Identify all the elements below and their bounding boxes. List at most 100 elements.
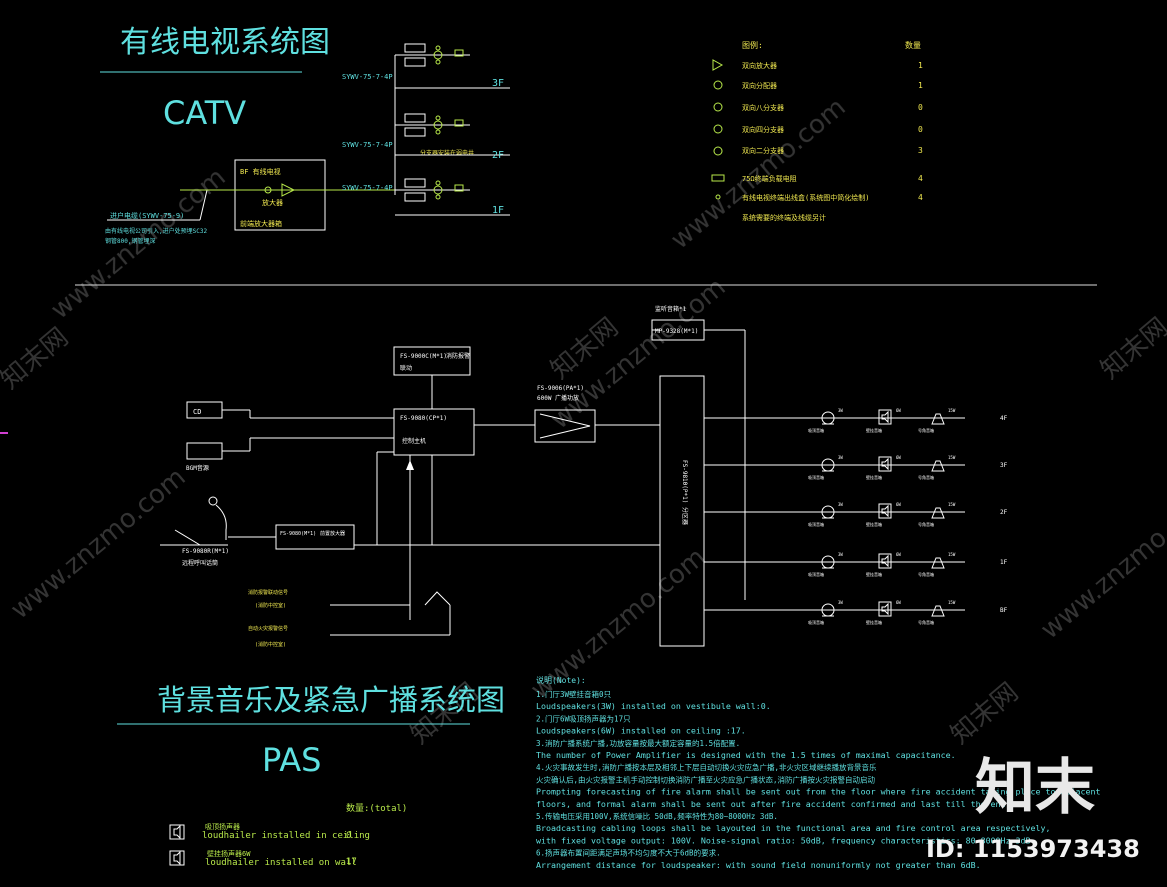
catv-floor-2f: 2F [492,150,504,161]
note-line: Arrangement distance for loudspeaker: wi… [536,860,981,870]
horn-speaker-icon [931,507,945,519]
speaker-type-label: 号角音箱 [918,571,934,577]
eight-way-tap-icon [713,102,723,112]
speaker-power-label: 6W [896,552,901,557]
wall-speaker-icon [878,503,892,519]
notes-heading: 说明(Note): [536,675,586,685]
fire-input-label: (消防中控室) [255,641,286,648]
main-host-label: 控制主机 [402,437,426,445]
speaker-power-label: 3W [838,455,843,460]
legend-col-count: 数量 [905,40,921,50]
legend-item-count: 4 [918,174,923,183]
speaker-power-label: 3W [838,600,843,605]
brand-logo: 知末 [975,753,1095,823]
speaker-type-label: 壁挂音箱 [866,474,882,480]
pas-legend-en: loudhailer installed in ceiling [202,831,370,841]
zone-floor-label: 4F [1000,415,1008,422]
speaker-power-label: 6W [896,502,901,507]
brand-watermark: 知末 ID: 1153973438 [926,753,1140,863]
bgm-label: BGM音源 [186,464,209,472]
note-line: Loudspeakers(3W) installed on vestibule … [536,701,771,711]
watermark-layer: www.znzmo.com www.znzmo.com www.znzmo.co… [0,92,1167,750]
watermark-site: www.znzmo.com [1035,482,1167,645]
speaker-type-label: 吸顶音箱 [808,427,824,433]
note-line: with fixed voltage output: 100V. Noise-s… [536,835,1036,845]
catv-title-cn: 有线电视系统图 [120,25,330,60]
zone-floor-label: BF [1000,607,1008,614]
catv-cable-label: SYWV-75-7-4P [342,184,393,192]
note-line: 4.火灾事故发生时,消防广播按本层及相邻上下层自动切换火灾应急广播,非火灾区域继… [536,762,877,772]
catv-headend-box [234,159,326,231]
legend-item-label: 双向四分支器 [742,125,784,134]
watermark-site-cn: 知末网 [1095,312,1167,385]
legend-item-label: 双向放大器 [742,61,777,70]
pas-title-cn: 背景音乐及紧急广播系统图 [157,683,505,717]
catv-floor-1f: 1F [492,205,504,216]
watermark-site: www.znzmo.com [5,462,191,625]
speaker-type-label: 吸顶音箱 [808,619,824,625]
power-amp-box [534,409,596,443]
catv-amp-label: 放大器 [262,198,283,207]
mic-sub-label: 远程呼叫话筒 [182,559,218,567]
legend-item-count: 4 [918,193,923,202]
preamp-label: 前置放大器 [320,530,345,537]
note-line: Prompting forecasting of fire alarm shal… [536,787,1100,797]
control-top-label: 消防报警 [446,352,470,360]
speaker-power-label: 3W [838,408,843,413]
catv-bf-label: BF 有线电视 [240,167,281,176]
pas-section: CD BGM音源 FS-9000C(M*1) 消防报警 联动 FS-9080(C… [117,305,1008,779]
pas-legend-count: 17 [346,857,357,867]
wall-speaker-icon [169,850,185,866]
amplifier-icon [539,413,591,439]
preamp-label: FS-9080(M*1) [280,531,316,537]
catv-incoming-note: 钢管800,钢管埋深 [105,237,155,245]
two-way-tap-icon [433,45,464,200]
note-line: 5.传输电压采用100V,系统信噪比 50dB,频率特性为80~8000Hz 3… [536,811,778,821]
preamp-box [275,524,355,550]
pas-legend: 数量:(total) 吸顶扬声器 loudhailer installed in… [169,802,407,868]
cd-label: CD [193,408,201,416]
note-line: 1.门厅3W壁挂音箱0只 [536,689,612,699]
pas-legend-count-title: 数量:(total) [346,802,407,814]
speaker-type-label: 壁挂音箱 [866,521,882,527]
speaker-power-label: 3W [838,552,843,557]
catv-box-label: 前端放大器箱 [240,219,282,228]
brand-id: ID: 1153973438 [926,835,1140,863]
note-line: 火灾确认后,由火灾报警主机手动控制切换消防广播至火灾应急广播状态,消防广播按火灾… [536,774,876,784]
speaker-power-label: 15W [948,408,956,413]
catv-cable-label: SYWV-75-7-4P [342,73,393,81]
watermark-site-cn: 知末网 [0,322,74,395]
pas-legend-count: 0 [346,831,351,841]
horn-speaker-icon [931,460,945,472]
catv-floor-3f: 3F [492,78,504,89]
note-line: 3.消防广播系统广播,功放容量按最大额定容量的1.5倍配置. [536,738,740,748]
control-top-label: 联动 [400,364,412,372]
speaker-type-label: 吸顶音箱 [808,521,824,527]
fire-input-label: 消防报警联动信号 [248,589,288,596]
speaker-type-label: 壁挂音箱 [866,571,882,577]
speaker-power-label: 6W [896,455,901,460]
fire-input-label: 自动火灾报警信号 [248,625,288,632]
speaker-type-label: 壁挂音箱 [866,427,882,433]
monitor-box [651,319,705,341]
speaker-power-label: 15W [948,600,956,605]
catv-title-en: CATV [163,94,246,132]
four-way-tap-icon [713,124,723,134]
speaker-power-label: 6W [896,600,901,605]
speaker-power-label: 15W [948,552,956,557]
main-host-box [393,408,475,456]
watermark-site: www.znzmo.com [665,92,851,255]
zone-floor-label: 3F [1000,462,1008,469]
catv-incoming-note: 进户电缆(SYWV-75-9) [110,211,184,220]
splitter-icon [264,186,272,194]
catv-section: 有线电视系统图 CATV 进户电缆(SYWV-75-9) 由有线电视公司引入,进… [100,25,510,245]
outlet-icon [715,194,721,200]
wall-speaker-icon [878,553,892,569]
monitor-title: 监听音箱*1 [655,305,687,313]
legend-item-label: 75Ω终端负载电阻 [742,174,797,183]
note-line: 2.门厅6W吸顶扬声器为17只 [536,713,631,723]
legend-item-count: 1 [918,61,923,70]
two-way-tap-icon [713,146,723,156]
speaker-power-label: 15W [948,502,956,507]
